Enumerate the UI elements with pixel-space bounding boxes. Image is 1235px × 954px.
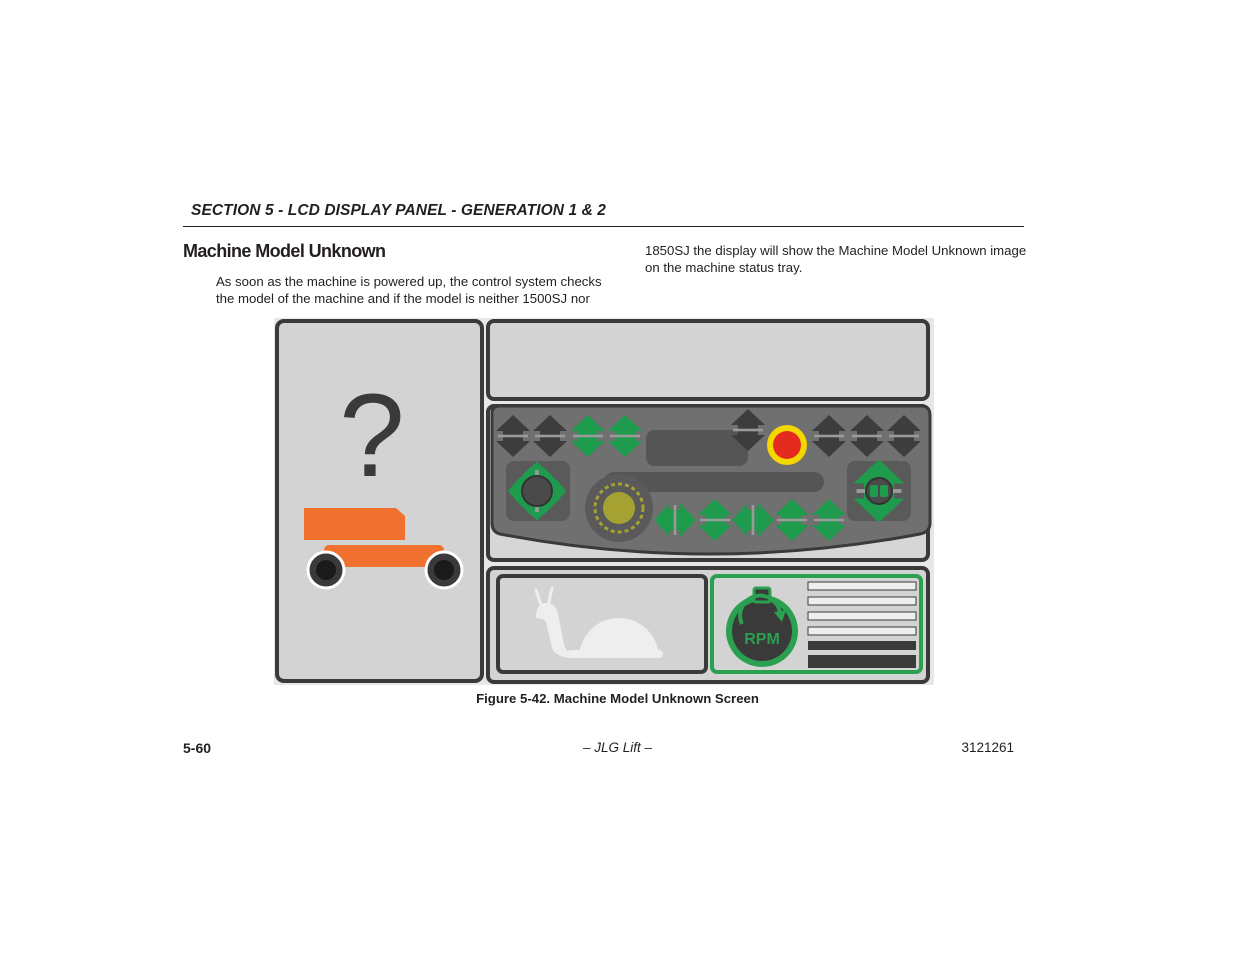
footer-center: – JLG Lift – <box>582 740 653 755</box>
joystick-icon <box>506 461 570 521</box>
emergency-stop-icon <box>767 425 807 465</box>
page-heading: Machine Model Unknown <box>183 241 386 261</box>
document-number: 3121261 <box>961 740 1014 755</box>
message-bar <box>486 319 930 401</box>
rpm-level-bars <box>807 581 917 668</box>
snail-icon <box>534 586 663 658</box>
machine-model-unknown-figure: ? <box>274 318 934 685</box>
paragraph-left-line-1: As soon as the machine is powered up, th… <box>216 274 602 289</box>
figure-caption: Figure 5-42. Machine Model Unknown Scree… <box>476 691 759 706</box>
drive-dial-icon <box>585 474 653 542</box>
section-title: SECTION 5 - LCD DISPLAY PANEL - GENERATI… <box>191 202 607 219</box>
console-slider-track <box>604 472 824 492</box>
header-rule <box>183 226 1024 227</box>
rpm-label: RPM <box>744 631 780 648</box>
rpm-icon: RPM <box>726 586 798 667</box>
console-display-slot <box>646 430 748 466</box>
paragraph-right-line-1: 1850SJ the display will show the Machine… <box>645 243 1027 258</box>
left-status-panel <box>275 319 484 683</box>
page-number: 5-60 <box>183 740 212 756</box>
machine-icon <box>304 508 464 590</box>
joystick-icon <box>847 459 911 523</box>
paragraph-right-line-2: on the machine status tray. <box>645 260 803 275</box>
paragraph-left-line-2: the model of the machine and if the mode… <box>216 291 590 306</box>
question-mark-icon: ? <box>339 370 405 502</box>
